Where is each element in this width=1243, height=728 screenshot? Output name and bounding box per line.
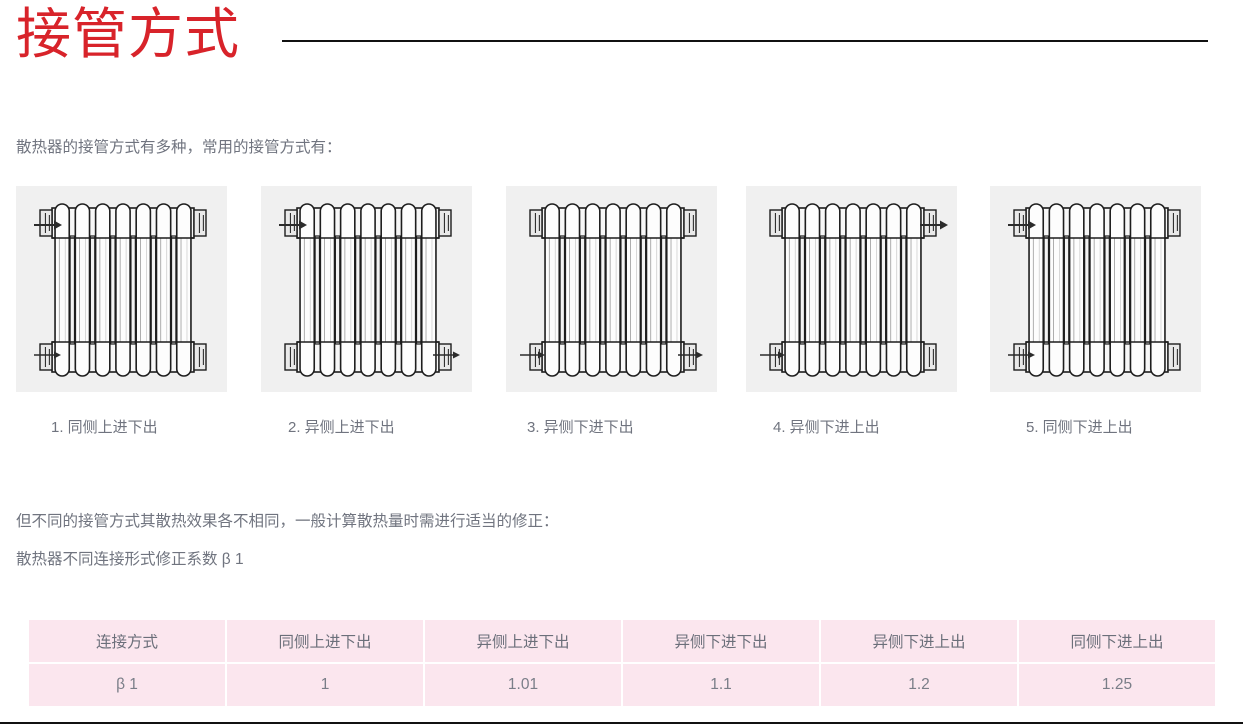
inlet-arrow-top-left <box>279 220 307 230</box>
radiator-illustration-3 <box>506 186 717 392</box>
radiator-figure-2 <box>261 186 472 392</box>
outlet-arrow-bottom-left <box>34 351 61 359</box>
outlet-arrow-bottom-right <box>678 351 703 359</box>
figure-caption-4: 4. 异侧下进上出 <box>773 419 880 436</box>
table-value-cell: 1.01 <box>425 664 621 706</box>
table-row-label: β 1 <box>29 664 225 706</box>
figure-caption-3: 3. 异侧下进下出 <box>527 419 634 436</box>
outlet-arrow-bottom-right <box>433 351 460 359</box>
table-header-cell: 同侧下进上出 <box>1019 620 1215 662</box>
outlet-arrow-top-right <box>920 220 948 230</box>
radiator-illustration-4 <box>746 186 957 392</box>
table-row: β 1 1 1.01 1.1 1.2 1.25 <box>29 664 1215 706</box>
inlet-arrow-bottom-left <box>520 351 545 359</box>
intro-paragraph: 散热器的接管方式有多种，常用的接管方式有： <box>16 139 342 156</box>
table-header-cell: 异侧下进上出 <box>821 620 1017 662</box>
outlet-arrow-top-left <box>1008 220 1036 230</box>
radiator-illustration-2 <box>261 186 472 392</box>
table-header-cell: 连接方式 <box>29 620 225 662</box>
table-header-cell: 异侧下进下出 <box>623 620 819 662</box>
title-divider <box>282 40 1208 42</box>
table-value-cell: 1.2 <box>821 664 1017 706</box>
radiator-figure-1 <box>16 186 227 392</box>
figure-caption-2: 2. 异侧上进下出 <box>288 419 395 436</box>
table-header-row: 连接方式 同侧上进下出 异侧上进下出 异侧下进下出 异侧下进上出 同侧下进上出 <box>29 620 1215 662</box>
footer-divider <box>0 722 1243 724</box>
page-header: 接管方式 <box>0 0 1243 95</box>
table-title-paragraph: 散热器不同连接形式修正系数 β 1 <box>16 551 244 568</box>
inlet-arrow-bottom-left <box>1008 351 1035 359</box>
table-value-cell: 1.25 <box>1019 664 1215 706</box>
table-header-cell: 异侧上进下出 <box>425 620 621 662</box>
figure-caption-1: 1. 同侧上进下出 <box>51 419 158 436</box>
inlet-arrow-bottom-left <box>760 351 785 359</box>
inlet-arrow-top-left <box>34 220 62 230</box>
correction-coefficient-table: 连接方式 同侧上进下出 异侧上进下出 异侧下进下出 异侧下进上出 同侧下进上出 … <box>27 618 1217 708</box>
table-value-cell: 1 <box>227 664 423 706</box>
figure-caption-5: 5. 同侧下进上出 <box>1026 419 1133 436</box>
radiator-illustration-5 <box>990 186 1201 392</box>
radiator-figure-4 <box>746 186 957 392</box>
table-header-cell: 同侧上进下出 <box>227 620 423 662</box>
radiator-diagram-strip <box>0 186 1243 392</box>
correction-note-paragraph: 但不同的接管方式其散热效果各不相同，一般计算散热量时需进行适当的修正： <box>16 513 559 530</box>
table-value-cell: 1.1 <box>623 664 819 706</box>
radiator-figure-3 <box>506 186 717 392</box>
radiator-illustration-1 <box>16 186 227 392</box>
page-title: 接管方式 <box>16 3 241 65</box>
radiator-figure-5 <box>990 186 1201 392</box>
